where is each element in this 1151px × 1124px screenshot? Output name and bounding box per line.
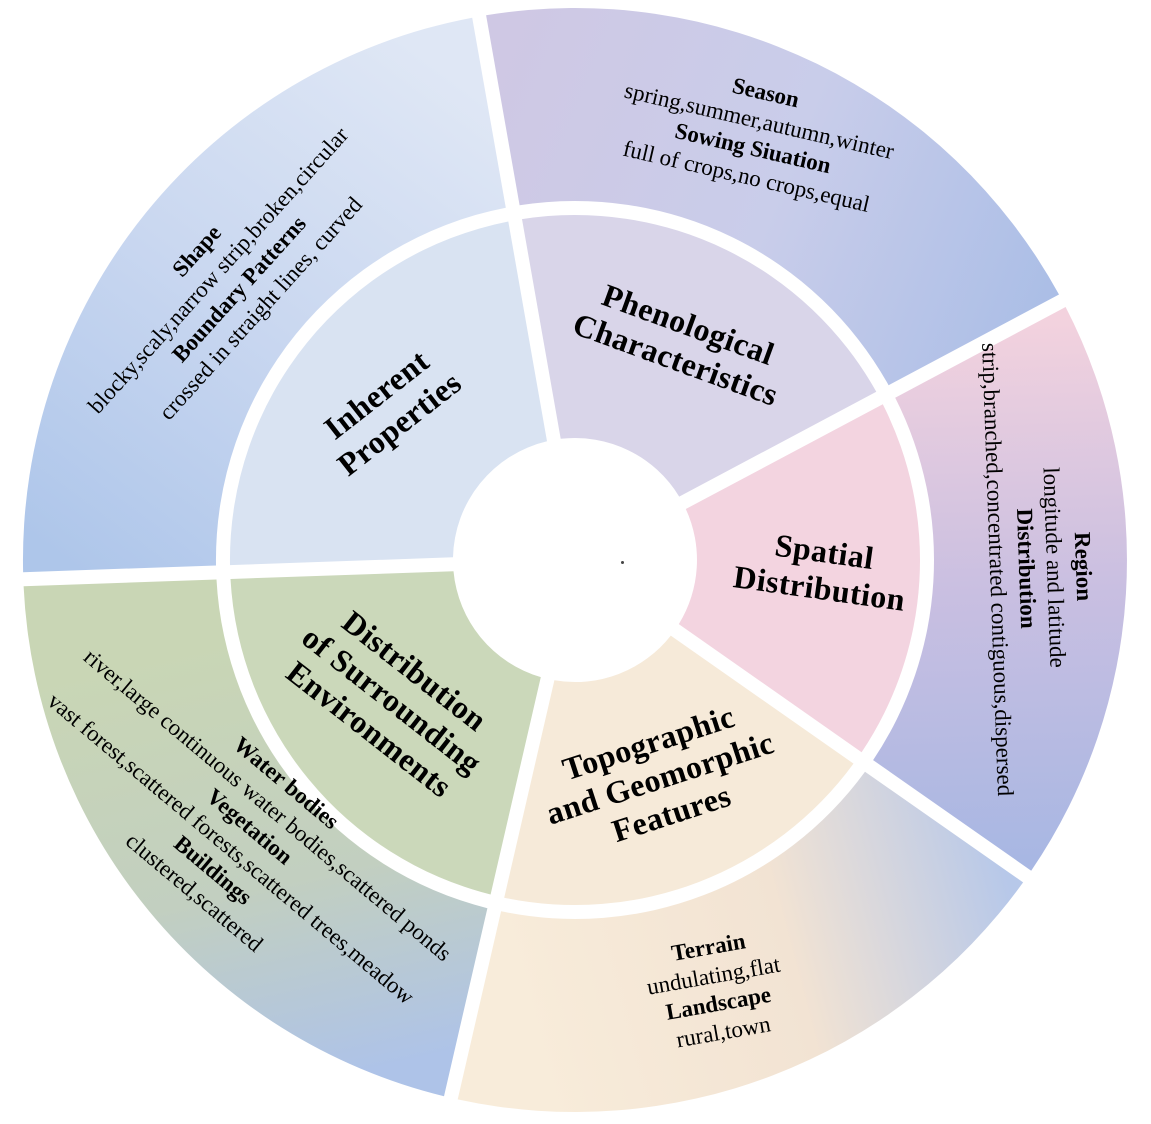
spatial-outer-arc	[873, 307, 1127, 871]
center-dot	[621, 561, 624, 564]
inherent-outer-arc	[22, 17, 506, 573]
phenological-outer-arc	[486, 7, 1060, 386]
inherent-inner-wedge	[229, 221, 547, 566]
region-attributes: Region longitude and latitude Distributi…	[975, 339, 1105, 796]
spatial-inner-wedge	[678, 404, 921, 753]
terrain-attributes: Terrain undulating,flat Landscape rural,…	[640, 922, 793, 1058]
topographic-outer-arc	[457, 771, 1024, 1113]
surrounding-inner-wedge	[230, 571, 541, 895]
phenological-inner-wedge	[522, 214, 877, 497]
topographic-inner-wedge	[504, 635, 854, 906]
surrounding-outer-arc	[23, 579, 488, 1097]
